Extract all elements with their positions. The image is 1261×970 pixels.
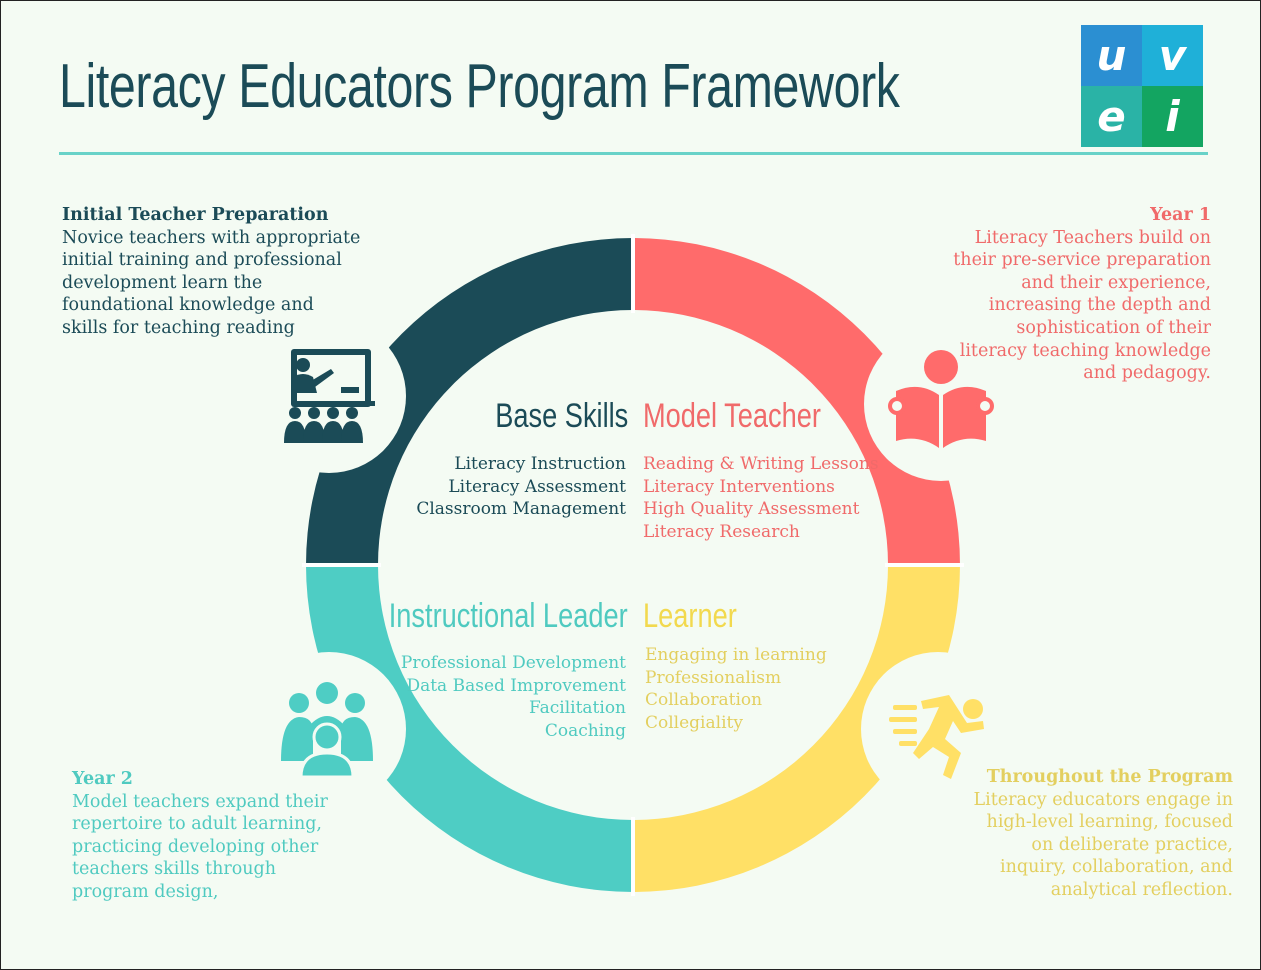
list-item: Data Based Improvement [406, 675, 626, 696]
stage-throughout-body: Literacy educators engage in high-level … [973, 789, 1233, 900]
ring-separators [302, 234, 964, 896]
list-item: Collegiality [645, 712, 743, 733]
stage-initial-preparation: Initial Teacher Preparation Novice teach… [62, 204, 362, 340]
logo-letter-e: e [1081, 86, 1142, 147]
list-item: High Quality Assessment [643, 499, 860, 520]
logo-letter-v: v [1142, 25, 1203, 86]
stage-initial-body: Novice teachers with appropriate initial… [62, 227, 361, 338]
stage-year-2: Year 2 Model teachers expand their reper… [72, 768, 342, 904]
list-item: Collaboration [645, 690, 763, 711]
ring-segment-model-teacher [633, 238, 960, 565]
list-item: Literacy Interventions [643, 476, 835, 497]
teacher-classroom-icon [284, 349, 375, 443]
list-item: Facilitation [528, 698, 626, 719]
stage-year2-heading: Year 2 [72, 769, 133, 789]
list-item: Professional Development [400, 653, 626, 673]
list-item: Professionalism [645, 667, 782, 688]
stage-throughout-program: Throughout the Program Literacy educator… [961, 766, 1233, 902]
list-item: Coaching [544, 720, 626, 741]
logo-letter-u: u [1081, 25, 1142, 86]
stage-throughout-heading: Throughout the Program [986, 767, 1233, 787]
ring-segments [306, 238, 960, 892]
stage-initial-heading: Initial Teacher Preparation [62, 205, 329, 225]
quadrant-title-learner: Learner [643, 597, 737, 635]
ring-segment-learner [633, 565, 960, 892]
instructional-leader-list: Professional Development Data Based Impr… [401, 652, 626, 742]
stage-year-1: Year 1 Literacy Teachers build on their … [951, 204, 1211, 385]
list-item: Literacy Research [643, 521, 800, 542]
list-item: Literacy Assessment [448, 476, 626, 497]
list-item: Literacy Instruction [454, 454, 626, 474]
list-item: Reading & Writing Lessons [643, 454, 879, 474]
page-title: Literacy Educators Program Framework [59, 52, 900, 121]
quadrant-title-base-skills: Base Skills [494, 397, 628, 435]
stage-year1-body: Literacy Teachers build on their pre-ser… [953, 227, 1211, 384]
stage-year1-heading: Year 1 [1150, 205, 1211, 225]
ring-segment-base-skills [306, 238, 633, 565]
title-divider [59, 152, 1208, 155]
quadrant-title-instructional-leader: Instructional Leader [389, 597, 628, 635]
running-person-icon [889, 695, 984, 779]
group-people-icon [281, 682, 373, 779]
base-skills-list: Literacy Instruction Literacy Assessment… [416, 453, 626, 521]
list-item: Classroom Management [416, 499, 626, 520]
list-item: Engaging in learning [645, 645, 827, 665]
reader-book-icon [888, 350, 994, 448]
ring-segment-instructional-leader [306, 565, 633, 892]
uvei-logo: u v e i [1081, 25, 1203, 147]
learner-list: Engaging in learning Professionalism Col… [645, 644, 827, 734]
logo-letter-i: i [1142, 86, 1203, 147]
stage-year2-body: Model teachers expand their repertoire t… [72, 791, 328, 902]
model-teacher-list: Reading & Writing Lessons Literacy Inter… [643, 453, 879, 543]
quadrant-title-model-teacher: Model Teacher [643, 397, 821, 435]
